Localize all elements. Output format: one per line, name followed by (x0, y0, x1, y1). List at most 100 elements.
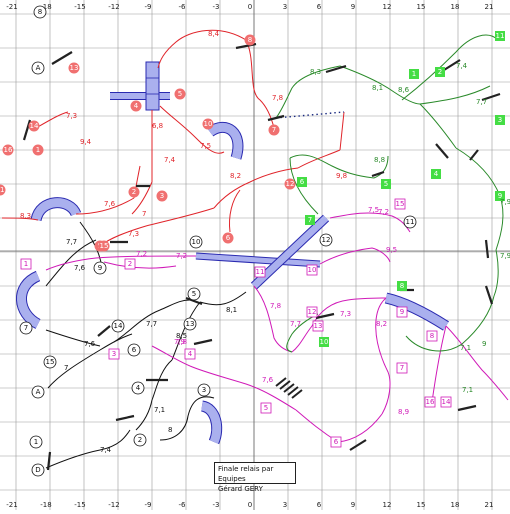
red-course-marker (268, 124, 280, 136)
axis-tick-label-top: -15 (74, 3, 85, 11)
black-distance-label: 8 (168, 426, 172, 434)
red-course-path (229, 189, 241, 233)
green-course-path (275, 65, 341, 119)
axis-tick-label-top: -6 (179, 3, 187, 11)
axis-tick-label-top: 6 (317, 3, 322, 11)
magenta-course-marker (306, 306, 318, 318)
black-course-marker (133, 433, 147, 447)
axis-tick-label-bottom: -6 (179, 501, 187, 509)
axis-tick-label-top: 15 (417, 3, 426, 11)
green-distance-label: 7,9 (500, 252, 510, 260)
magenta-course-path (291, 325, 313, 353)
green-course-marker-label: 8 (400, 282, 404, 290)
red-course-marker (156, 190, 168, 202)
red-course-marker (244, 34, 256, 46)
jump-bar-obstacle (193, 338, 213, 346)
jump-bar-obstacle (484, 239, 490, 259)
green-distance-label: 9 (482, 340, 486, 348)
weave-poles-box (145, 61, 160, 111)
magenta-course-marker (184, 348, 196, 360)
green-distance-label: 8,3 (310, 68, 321, 76)
black-course-marker (33, 5, 47, 19)
magenta-course-marker-label: 6 (334, 438, 339, 446)
jump-bar-obstacle (443, 59, 461, 71)
black-course-marker (31, 463, 45, 477)
red-course-marker-label: 5 (178, 90, 182, 98)
red-course-marker (128, 186, 140, 198)
jump-bar-obstacle (185, 296, 203, 306)
green-course-path (405, 295, 495, 352)
black-course-path (113, 299, 191, 343)
jump-bar-obstacle (22, 119, 32, 141)
magenta-course-marker-label: 9 (400, 308, 404, 316)
jump-bar-obstacle (267, 114, 285, 122)
black-course-marker (183, 317, 197, 331)
magenta-distance-label: 7,2 (136, 250, 147, 258)
black-course-marker (29, 435, 43, 449)
magenta-course-marker-label: 10 (308, 266, 317, 274)
magenta-distance-label: 9,5 (386, 246, 397, 254)
axis-tick-label-top: 12 (383, 3, 392, 11)
axis-tick-label-bottom: -12 (108, 501, 119, 509)
red-distance-label: 7,4 (164, 156, 176, 164)
red-course-path (157, 29, 247, 69)
jump-bar-obstacle (97, 325, 111, 337)
magenta-course-marker (108, 348, 120, 360)
green-course-marker (305, 215, 315, 225)
green-course-path (339, 65, 421, 105)
magenta-distance-label: 7,2 (176, 252, 187, 260)
red-course-marker-label: 7 (272, 126, 276, 134)
red-course-marker (98, 240, 110, 252)
axis-tick-label-top: -9 (145, 3, 152, 11)
green-course-marker (409, 69, 419, 79)
black-course-marker-label: 3 (202, 386, 206, 394)
black-distance-label: 8,5 (176, 332, 187, 340)
red-course-marker-label: 6 (226, 234, 231, 242)
title-box: Finale relais par Equipes Gérard GERY (214, 462, 296, 493)
tunnel-obstacle (31, 198, 81, 222)
black-distance-label: 8,1 (226, 306, 237, 314)
black-course-marker-label: 10 (192, 238, 201, 246)
magenta-distance-label: 7,2 (378, 208, 389, 216)
magenta-course-marker (330, 436, 342, 448)
green-course-marker-label: 9 (498, 192, 502, 200)
red-course-marker (32, 144, 44, 156)
jump-bar-obstacle (349, 439, 367, 451)
red-course-path (339, 111, 345, 151)
magenta-course-path (253, 285, 293, 353)
magenta-distance-label: 8,2 (376, 320, 387, 328)
magenta-distance-label: 7,3 (340, 310, 351, 318)
hurdle-bar-obstacle (287, 386, 299, 396)
hurdle-bar-obstacle (283, 383, 295, 393)
axis-tick-label-bottom: -9 (145, 501, 152, 509)
black-course-path (45, 329, 101, 347)
red-course-path (159, 105, 225, 154)
green-course-marker-label: 3 (498, 116, 502, 124)
dotted-guide-line (275, 111, 345, 119)
black-distance-label: 7,6 (84, 340, 96, 348)
black-course-marker-label: 8 (38, 8, 42, 16)
black-course-path (45, 429, 131, 469)
magenta-course-path (445, 325, 509, 401)
black-course-path (135, 359, 173, 431)
green-course-marker-label: 11 (496, 32, 505, 40)
red-course-path (35, 111, 69, 129)
red-distance-label: 7,6 (104, 200, 116, 208)
red-course-marker-label: 14 (30, 122, 39, 130)
red-distance-label: 7,5 (200, 142, 211, 150)
red-course-path (1, 217, 39, 221)
black-course-path (159, 396, 215, 441)
magenta-course-marker (440, 396, 452, 408)
red-course-marker-label: 13 (70, 64, 79, 72)
green-distance-label: 7,1 (460, 344, 471, 352)
black-course-marker-label: 5 (192, 290, 196, 298)
magenta-course-marker-label: 3 (112, 350, 116, 358)
axis-tick-label-top: -21 (6, 3, 17, 11)
black-distance-label: 7,7 (66, 238, 77, 246)
axis-tick-label-top: 21 (485, 3, 494, 11)
red-course-marker (68, 62, 80, 74)
magenta-distance-label: 7,5 (368, 206, 379, 214)
magenta-distance-label: 7,9 (174, 338, 185, 346)
magenta-course-marker-label: 8 (430, 332, 434, 340)
